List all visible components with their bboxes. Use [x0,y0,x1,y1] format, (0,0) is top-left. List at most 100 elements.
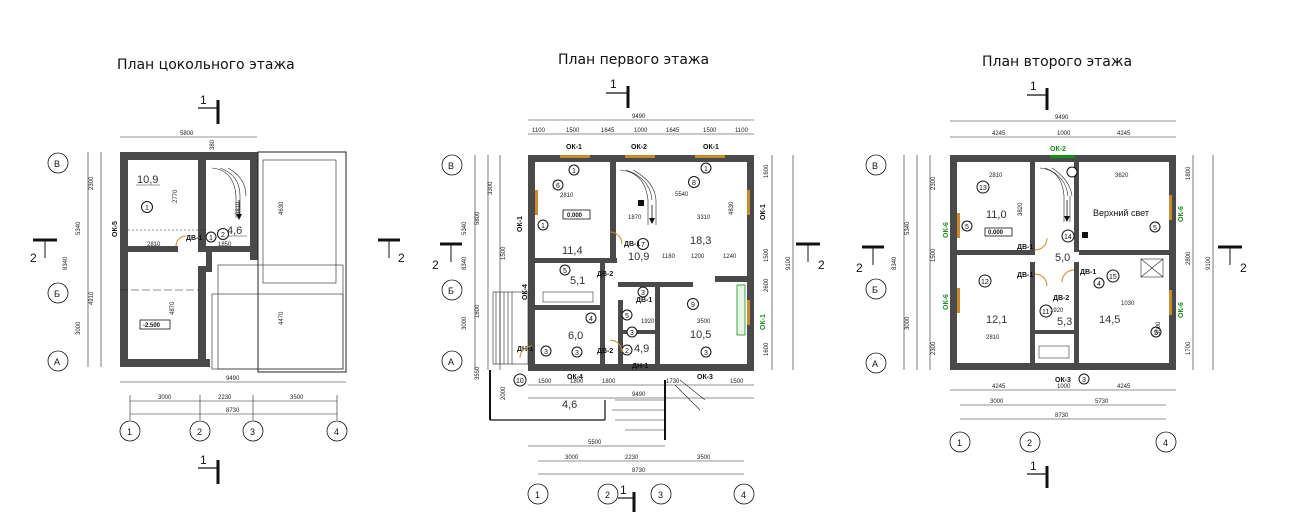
dim-text: 3000 [990,399,1004,405]
wall [206,246,258,252]
dim-text: 8730 [226,408,240,414]
section-cut-marker-left: 2 [432,242,462,272]
axis-label: 4 [334,427,339,437]
dim-text: 5540 [675,192,689,198]
wall [1074,262,1079,366]
section-cut-marker-top: 1 [1027,79,1049,110]
cut-number: 1 [610,77,617,91]
dim-text: 3000 [565,455,579,461]
wall [950,155,957,370]
wall [655,282,660,366]
plan-title: План первого этажа [558,52,709,68]
room-number: 3 [641,290,645,297]
dim-text: 1500 [501,246,507,260]
axis-markers-vertical: 1 2 3 4 [527,483,755,505]
dim-text: 1600 [764,342,770,356]
dim-text: 9490 [226,376,240,382]
dim-text: 5800 [475,211,481,225]
window-label: ОК-1 [760,204,767,220]
door-label: ДВ-2 [597,271,613,278]
staircase [211,167,247,220]
axis-label: А [872,359,878,369]
cut-number: 2 [856,261,863,275]
axis-label: В [448,161,454,171]
dim-text: 1100 [532,128,546,134]
wall [957,250,1035,255]
wall [198,266,206,367]
room-number: 9 [691,302,695,309]
door-label: ДВ-1 [636,297,652,304]
wall [128,246,178,252]
dim-text: 9100 [1206,256,1212,270]
room-area: 10,9 [137,174,158,186]
room-number: 4 [1097,281,1101,288]
dim-text: 2800 [1186,251,1192,265]
wall [250,152,258,260]
cut-number: 1 [200,93,207,107]
cut-number: 2 [30,251,37,265]
wall [528,155,754,162]
dim-text: 5500 [588,440,602,446]
axis-markers-horizontal: В Б А [47,152,69,372]
room-number: 11 [1042,309,1049,316]
wall [950,155,1176,162]
wall [120,152,258,160]
dim-text: 5340 [462,221,468,235]
section-cut-marker-bottom: 1 [1027,459,1049,488]
dim-text: 2600 [764,278,770,292]
window-label: ОК-2 [631,144,647,151]
room-area: 4,9 [634,343,649,355]
dim-text: 3620 [1115,173,1129,179]
door-label: ДН-1 [517,346,533,353]
dim-text: 3550 [475,366,481,380]
wall [610,162,616,262]
dim-text: 4470 [279,311,285,325]
dim-text: 1000 [1057,384,1071,390]
room-area: 12,1 [986,314,1007,326]
wall [1030,262,1035,366]
axis-label: А [448,357,454,367]
room-number: 5 [1154,330,1158,337]
dim-text: 5730 [1095,399,1109,405]
wall [1169,155,1176,370]
axis-label: 3 [658,490,663,500]
wall [1035,330,1075,334]
dim-text: 4910 [89,291,95,305]
dim-text: 2300 [89,176,95,190]
entrance-steps [489,291,706,440]
dim-text: 1800 [1186,166,1192,180]
dim-text: 9490 [632,392,646,398]
cut-number: 2 [1240,261,1247,275]
plan-basement: План цокольного этажа 1 5800 [30,57,405,484]
dim-text: 4630 [279,201,285,215]
axis-label: 2 [605,490,610,500]
section-cut-marker-right: 2 [378,238,405,265]
dim-text: 1100 [735,128,749,134]
plan-title: План цокольного этажа [117,57,295,73]
door-label: ДВ-2 [1053,295,1069,302]
dim-text: 380 [210,139,216,150]
wall [198,152,206,252]
window-label: ОК-1 [566,144,582,151]
dim-text: 4245 [992,384,1006,390]
dim-text: 1200 [691,254,705,260]
dim-text: 4245 [1117,384,1131,390]
dim-text: 1180 [662,254,676,260]
dim-text: 3000 [76,321,82,335]
dim-text: 1500 [730,379,744,385]
dim-text: 3000 [462,316,468,330]
axis-label: 1 [535,490,540,500]
room-number: 3 [575,350,579,357]
axis-markers-horizontal: В Б А [441,154,463,372]
dim-text: 2810 [147,242,161,248]
section-cut-marker-bottom: 1 [618,483,636,512]
wall [618,300,623,366]
room-number: 5 [563,268,567,275]
window-label: ОК-4 [567,374,583,381]
section-cut-marker-bottom: 1 [198,453,220,484]
dim-text: 1850 [218,242,232,248]
room-number: 1 [541,223,545,230]
window-label: ОК-5 [112,221,119,237]
axis-label: В [54,159,60,169]
